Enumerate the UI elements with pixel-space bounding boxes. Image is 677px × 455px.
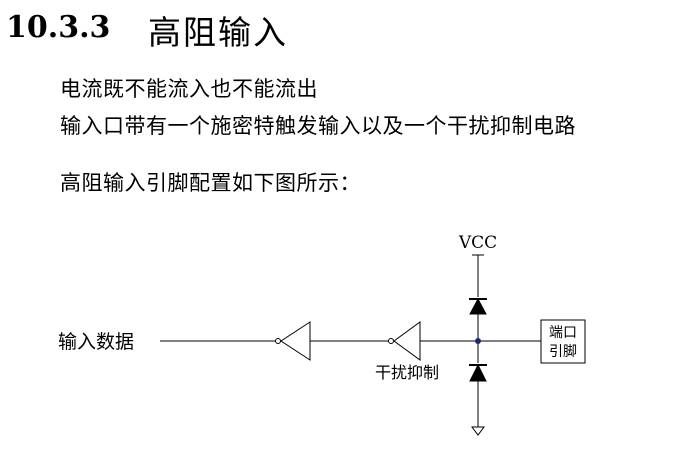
vcc-label: VCC: [458, 233, 497, 253]
ground-icon: [471, 426, 485, 436]
body-line-3: 高阻输入引脚配置如下图所示：: [60, 171, 361, 195]
section-title: 高阻输入: [148, 13, 288, 52]
body-line-1: 电流既不能流入也不能流出: [60, 77, 318, 101]
upper-diode-icon: [469, 297, 487, 315]
junction-node-icon: [475, 338, 481, 344]
filter-bubble-icon: [388, 338, 394, 344]
lower-diode-icon: [469, 363, 487, 382]
section-number: 10.3.3: [6, 10, 111, 45]
schmitt-buffer-icon: [280, 321, 311, 361]
filter-buffer-icon: [393, 321, 421, 361]
body-line-2: 输入口带有一个施密特触发输入以及一个干扰抑制电路: [60, 114, 576, 138]
filter-label: 干扰抑制: [375, 363, 439, 382]
port-label-line2: 引脚: [549, 344, 577, 360]
schmitt-bubble-icon: [275, 338, 281, 344]
input-data-label: 输入数据: [58, 331, 134, 353]
port-pin-box: [540, 319, 586, 364]
port-label-line1: 端口: [549, 325, 577, 341]
